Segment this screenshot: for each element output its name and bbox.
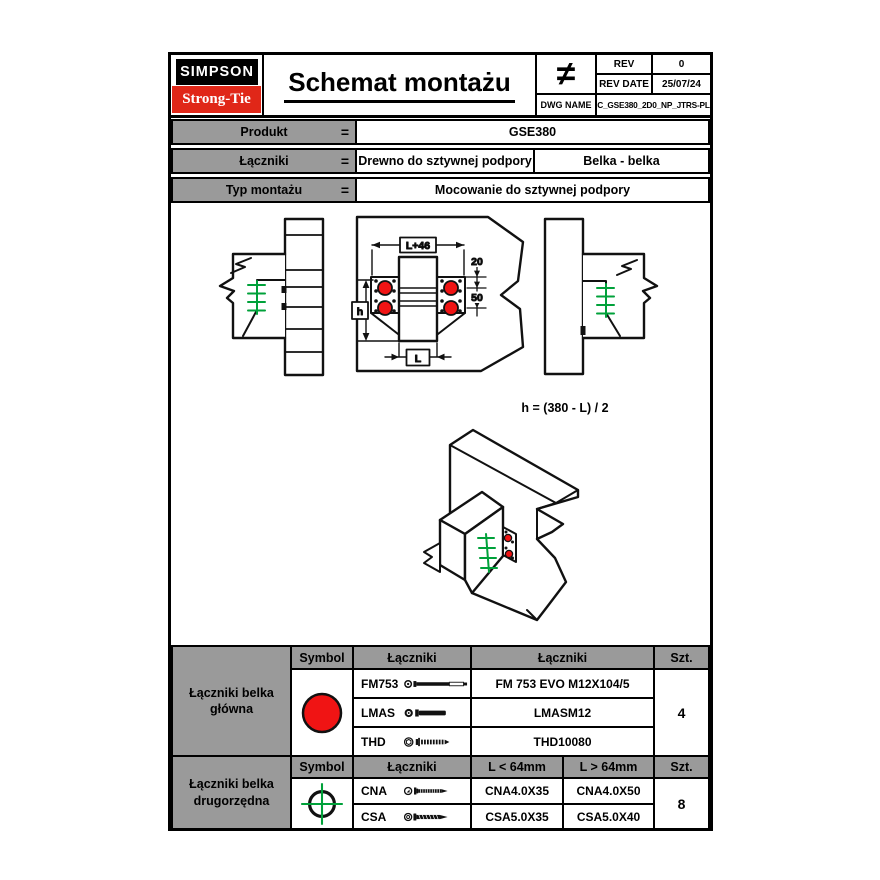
table-main-header-qty: Szt. (653, 645, 710, 670)
table-secondary-header-l-small: L < 64mm (470, 755, 564, 779)
dimension-right (465, 255, 487, 317)
equals-sign: = (340, 182, 349, 198)
nail-dots-iso (504, 530, 514, 560)
table-secondary-header-l-large: L > 64mm (562, 755, 655, 779)
table-main-qty: 4 (653, 668, 710, 757)
rev-date-label: REV DATE (595, 75, 651, 95)
dimension-top (371, 236, 465, 276)
equals-sign: = (340, 153, 349, 169)
info-value-produkt: GSE380 (355, 119, 710, 145)
logo-strongtie: Strong-Tie (172, 86, 261, 113)
table-row: FM753 (352, 668, 472, 699)
dwg-name-label: DWG NAME (535, 95, 595, 115)
view-right-side (543, 217, 659, 376)
fastener-designation: FM 753 EVO M12X104/5 (470, 668, 655, 699)
dim-left-label: h (357, 306, 363, 318)
dim-right-bottom-label: 50 (471, 292, 483, 304)
info-value-typ-montazu: Mocowanie do sztywnej podpory (355, 177, 710, 203)
csa-screw-icon (404, 812, 448, 821)
table-secondary-header-symbol: Symbol (290, 755, 354, 779)
view-front: L+46 h 20 50 (351, 215, 525, 373)
dim-right-top-label: 20 (471, 256, 483, 268)
logo-simpson: SIMPSON (176, 59, 258, 85)
post-right (543, 217, 585, 376)
table-secondary-row-label: Łączniki belka drugorzędna (171, 755, 292, 830)
projection-symbol-icon: ≠ (535, 55, 595, 95)
table-main-symbol-cell (290, 668, 354, 757)
sheet-frame: SIMPSON Strong-Tie Schemat montażu ≠ DWG… (168, 52, 713, 831)
dim-bottom-label: L (415, 353, 422, 365)
info-label-produkt: Produkt = (171, 119, 357, 145)
technical-drawing: L+46 h 20 50 (218, 215, 659, 622)
brand-logo: SIMPSON Strong-Tie (171, 55, 262, 115)
fastener-ref-l-small: CNA4.0X35 (470, 777, 564, 805)
rev-value: 0 (651, 55, 710, 75)
title-block: SIMPSON Strong-Tie Schemat montażu ≠ DWG… (171, 55, 710, 118)
table-main-row-label: Łączniki belka główna (171, 645, 292, 757)
lmas-bolt-icon (404, 708, 446, 717)
info-label-typ-montazu: Typ montażu = (171, 177, 357, 203)
beam-right (581, 252, 659, 340)
nail-markers-left (247, 280, 266, 315)
table-secondary-qty: 8 (653, 777, 710, 830)
fastener-ref-l-large: CSA5.0X40 (562, 803, 655, 830)
rev-label: REV (595, 55, 651, 75)
info-value-laczniki-1: Drewno do sztywnej podpory (355, 148, 535, 174)
grain-break-icon (616, 259, 638, 276)
rev-date-value: 25/07/24 (651, 75, 710, 95)
table-row: CNA (352, 777, 472, 805)
bolt-markers (377, 280, 459, 316)
table-main-header-fasteners: Łączniki (352, 645, 472, 670)
info-label-text: Produkt (240, 125, 288, 139)
fastener-code: FM753 (361, 676, 399, 691)
nail-dots (374, 279, 462, 313)
document-title: Schemat montażu (262, 55, 535, 115)
view-left-side (218, 217, 325, 377)
table-secondary-symbol-cell (290, 777, 354, 830)
nail-markers-right (596, 283, 615, 318)
fastener-code: CSA (361, 809, 387, 824)
grain-break-icon (230, 257, 252, 274)
info-label-laczniki: Łączniki = (171, 148, 357, 174)
table-row: THD (352, 726, 472, 757)
info-label-text: Łączniki (239, 154, 289, 168)
fm753-bolt-icon (404, 679, 468, 688)
cna-nail-icon (404, 786, 448, 796)
fastener-code: CNA (361, 784, 387, 798)
table-secondary-header-fasteners: Łączniki (352, 755, 472, 779)
beam-left (218, 252, 287, 340)
table-main-header-designation: Łączniki (470, 645, 655, 670)
dimension-bottom (384, 342, 452, 367)
info-label-text: Typ montażu (225, 183, 303, 197)
fastener-code: LMAS (361, 705, 395, 720)
bolt-markers-iso (503, 533, 514, 559)
fastener-ref-l-large: CNA4.0X50 (562, 777, 655, 805)
info-value-laczniki-2: Belka - belka (533, 148, 710, 174)
beam-break-wedge (423, 542, 441, 573)
fastener-ref-l-small: CSA5.0X35 (470, 803, 564, 830)
formula-text: h = (380 - L) / 2 (521, 401, 608, 415)
dwg-name-value: C_GSE380_2D0_NP_JTRS-PL (595, 95, 710, 115)
table-row: LMAS (352, 697, 472, 728)
red-circle-symbol-icon (301, 692, 343, 733)
fastener-designation: LMASM12 (470, 697, 655, 728)
nail-markers-iso (477, 533, 498, 573)
document-title-text: Schemat montażu (284, 67, 515, 103)
table-secondary-header-qty: Szt. (653, 755, 710, 779)
table-row: CSA (352, 803, 472, 830)
view-isometric (423, 428, 580, 622)
dimension-left (351, 279, 400, 342)
thd-screw-icon (404, 736, 450, 747)
table-main-header-symbol: Symbol (290, 645, 354, 670)
green-crosshair-symbol-icon (301, 782, 343, 825)
equals-sign: = (340, 124, 349, 140)
fastener-code: THD (361, 734, 386, 749)
secondary-beam-front (397, 255, 439, 343)
fastener-designation: THD10080 (470, 726, 655, 757)
dim-top-label: L+46 (406, 240, 430, 252)
